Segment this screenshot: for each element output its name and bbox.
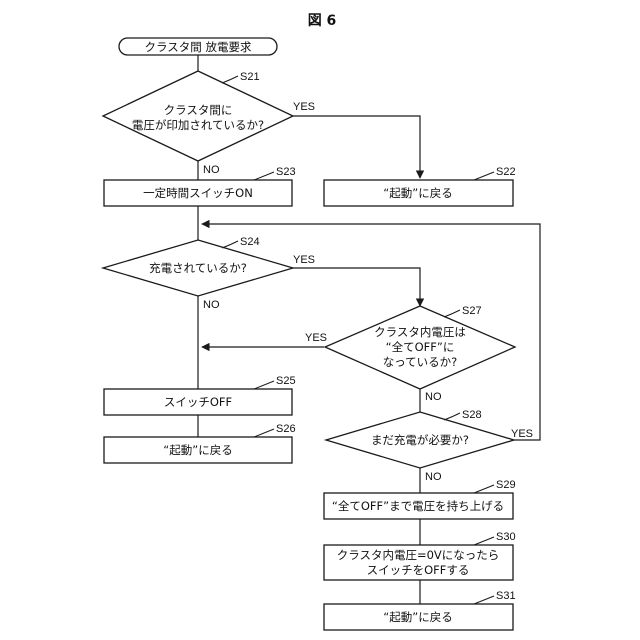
svg-text:電圧が印加されているか?: 電圧が印加されているか? [132, 118, 264, 132]
s30-line-1: クラスタ内電圧=0Vになったら [337, 548, 500, 562]
step-s31: S31 [496, 590, 516, 602]
step-s28: S28 [462, 409, 482, 421]
s21-line-2: 電圧が印加されているか? [132, 118, 264, 132]
figure-title: 図 6 [308, 13, 337, 29]
process-s23: 一定時間スイッチON S23 [104, 166, 296, 206]
s31-text: “起動”に戻る [383, 610, 452, 624]
s29-text: “全てOFF”まで電圧を持ち上げる [332, 499, 504, 513]
start-terminator: クラスタ間 放電要求 [119, 38, 277, 55]
decision-s28: まだ充電が必要か? S28 [326, 409, 514, 468]
svg-text:クラスタ間に: クラスタ間に [164, 103, 233, 117]
s23-text: 一定時間スイッチON [143, 186, 253, 200]
s27-line-1: クラスタ内電圧は [374, 325, 466, 339]
s21-line-1: クラスタ間に [164, 103, 233, 117]
s22-text: “起動”に戻る [383, 186, 452, 200]
svg-text:クラスタ内電圧=0Vになったら: クラスタ内電圧=0Vになったら [337, 548, 500, 562]
step-s22: S22 [496, 166, 516, 178]
step-s26: S26 [276, 423, 296, 435]
s21-yes-label: YES [293, 101, 315, 113]
step-s27: S27 [462, 305, 482, 317]
edge-s21-yes [293, 116, 420, 178]
s27-line-2: “全てOFF”に [386, 340, 455, 354]
s28-yes-label: YES [511, 428, 533, 440]
svg-text:なっているか?: なっているか? [383, 355, 458, 369]
s24-yes-label: YES [293, 254, 315, 266]
s28-no-label: NO [425, 471, 442, 483]
svg-text:“全てOFF”に: “全てOFF”に [386, 340, 455, 354]
svg-text:スイッチをOFFする: スイッチをOFFする [367, 563, 470, 577]
s27-line-3: なっているか? [383, 355, 458, 369]
start-label: クラスタ間 放電要求 [145, 40, 252, 54]
decision-s27: クラスタ内電圧は “全てOFF”に なっているか? S27 [325, 305, 515, 389]
step-s30: S30 [496, 531, 516, 543]
decision-s24: 充電されているか? S24 [103, 236, 293, 296]
step-s25: S25 [276, 375, 296, 387]
process-s26: “起動”に戻る S26 [104, 423, 296, 463]
s24-no-label: NO [203, 299, 220, 311]
svg-text:クラスタ内電圧は: クラスタ内電圧は [374, 325, 466, 339]
s26-text: “起動”に戻る [163, 443, 232, 457]
step-s21: S21 [240, 71, 260, 83]
s28-text: まだ充電が必要か? [371, 433, 469, 447]
step-s29: S29 [496, 479, 516, 491]
s27-no-label: NO [425, 391, 442, 403]
edge-s24-yes [293, 268, 420, 306]
step-s23: S23 [276, 166, 296, 178]
step-s24: S24 [240, 236, 260, 248]
s30-line-2: スイッチをOFFする [367, 563, 470, 577]
s27-yes-label: YES [305, 332, 327, 344]
s24-text: 充電されているか? [149, 261, 247, 275]
s25-text: スイッチOFF [164, 395, 232, 409]
s21-no-label: NO [203, 164, 220, 176]
decision-s21: クラスタ間に 電圧が印加されているか? S21 [103, 71, 293, 161]
process-s25: スイッチOFF S25 [104, 375, 296, 415]
